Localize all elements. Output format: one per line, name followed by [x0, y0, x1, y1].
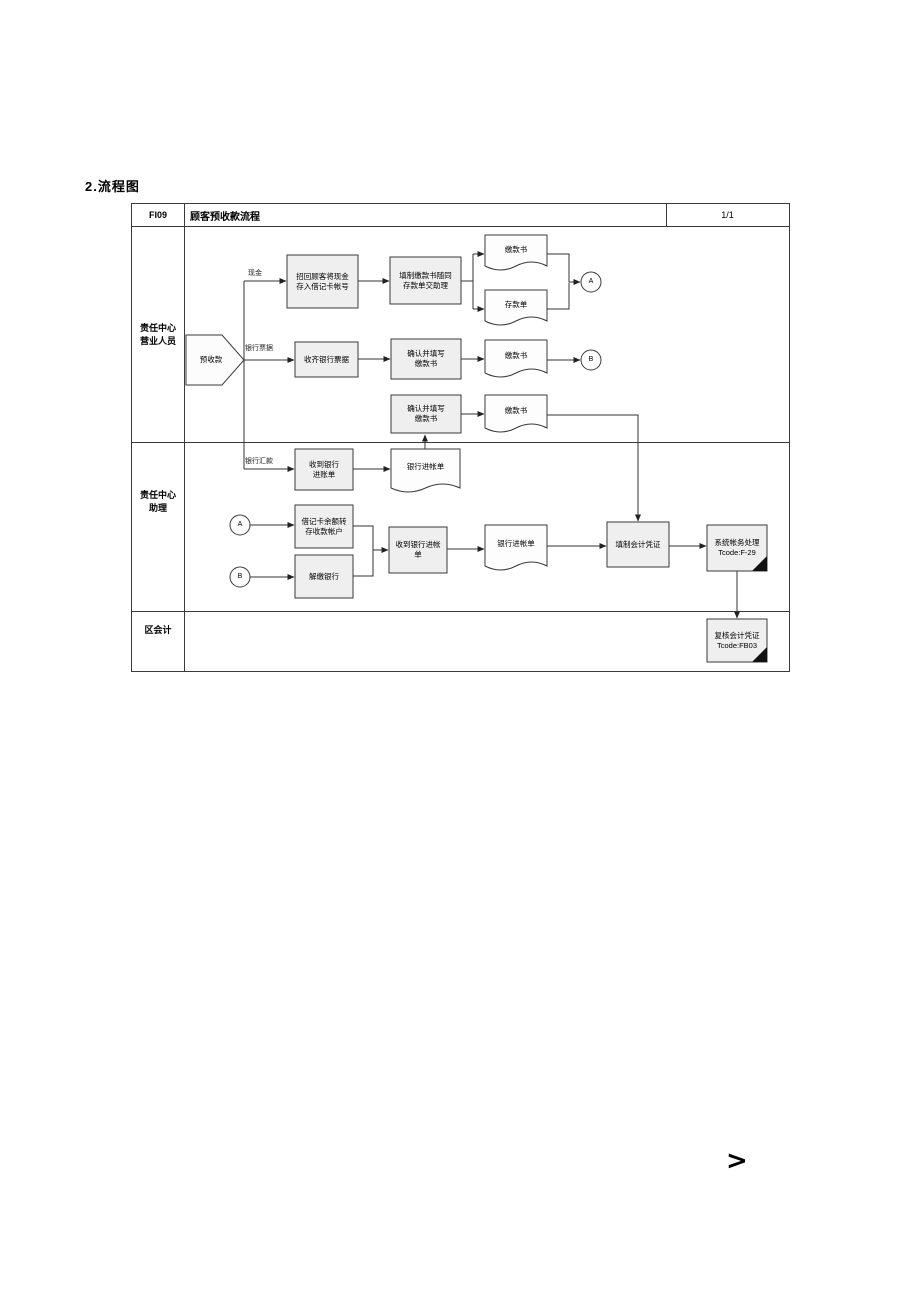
- node-debit-transfer-label: 借记卡余额转存收款帐户: [301, 516, 347, 536]
- header-divider: [132, 226, 789, 227]
- shape-connector-b2: [229, 566, 251, 588]
- shape-review-voucher: [706, 618, 768, 663]
- shape-doc-advice-1: [390, 448, 461, 493]
- node-start-label: 预收款: [199, 355, 223, 365]
- node-doc-deposit-label: 存款单: [504, 300, 528, 310]
- process-title: 顾客预收款流程: [190, 211, 260, 223]
- shape-doc-advice-2: [484, 524, 548, 571]
- branch-label-cash: 现金: [248, 270, 262, 277]
- lane-label-line: 责任中心: [139, 490, 176, 501]
- process-code: FI09: [148, 210, 167, 220]
- node-system-process-tcode: Tcode:F-29: [718, 548, 756, 557]
- lane-divider-1: [132, 442, 789, 443]
- node-recall-deposit-label: 招回顾客将现金存入借记卡帐号: [296, 271, 349, 291]
- shape-collect-notes: [294, 341, 359, 378]
- shape-receive-advice-1: [294, 448, 354, 491]
- section-heading: 2.流程图: [85, 179, 140, 194]
- shape-recall-deposit: [286, 254, 359, 309]
- lane-label-assistant: 责任中心 助理: [132, 443, 184, 611]
- node-collect-notes-label: 收齐银行票据: [304, 354, 349, 364]
- shape-connector-a2: [229, 514, 251, 536]
- overflow-marker: >: [726, 1146, 748, 1176]
- shape-start-pentagon: [185, 334, 245, 386]
- node-doc-advice-1-label: 银行进帐单: [406, 462, 445, 472]
- shape-debit-transfer: [294, 504, 354, 549]
- node-review-voucher-label: 复核会计凭证 Tcode:FB03: [708, 620, 766, 661]
- corner-flag-review-icon: [752, 647, 767, 662]
- lane-label-accountant: 区会计: [132, 612, 184, 673]
- lane-label-line: 营业人员: [139, 335, 176, 346]
- node-connector-a2-label: A: [237, 521, 243, 529]
- lane-label-line: 责任中心: [139, 322, 176, 333]
- node-doc-payment-3-label: 缴款书: [504, 406, 528, 416]
- shape-doc-payment-1: [484, 234, 548, 271]
- shape-doc-deposit: [484, 289, 548, 326]
- shape-fill-payment-slip: [389, 256, 462, 305]
- flow-connectors: [243, 251, 740, 619]
- node-fill-payment-slip-label: 填制缴款书随同存款单交助理: [399, 270, 452, 290]
- shape-connector-b1: [580, 349, 602, 371]
- shape-confirm-fill-1: [390, 338, 462, 380]
- shape-pay-bank: [294, 554, 354, 599]
- node-connector-b1-label: B: [588, 356, 594, 364]
- node-system-process-label: 系统帐务处理 Tcode:F-29: [708, 526, 766, 570]
- lane-label-line: 区会计: [144, 625, 172, 636]
- node-connector-a1-label: A: [588, 278, 594, 286]
- lane-label-line: 助理: [148, 503, 167, 513]
- node-doc-payment-1-label: 缴款书: [504, 245, 528, 255]
- shape-receive-advice-2: [388, 526, 448, 574]
- flowchart-canvas: [185, 234, 768, 663]
- node-confirm-fill-2-label: 确认并填写缴款书: [407, 404, 445, 423]
- branch-label-bank-remit: 银行汇款: [245, 458, 273, 465]
- shape-doc-payment-3: [484, 394, 548, 433]
- shape-confirm-fill-2: [390, 394, 462, 434]
- node-system-process-name: 系统帐务处理: [714, 538, 760, 548]
- header-page-divider: [666, 204, 667, 226]
- flowchart-frame: FI09 顾客预收款流程 1/1 责任中心 营业人员 责任中心 助理 区会计: [131, 203, 790, 672]
- shape-doc-payment-2: [484, 339, 548, 378]
- shape-system-process: [706, 524, 768, 572]
- node-receive-advice-1-label: 收到银行进账单: [309, 459, 339, 479]
- page-number: 1/1: [721, 210, 734, 220]
- node-doc-payment-2-label: 缴款书: [504, 351, 528, 361]
- node-confirm-fill-1-label: 确认并填写缴款书: [407, 349, 445, 368]
- shape-connector-a1: [580, 271, 602, 293]
- node-doc-advice-2-label: 银行进帐单: [497, 539, 535, 549]
- node-receive-advice-2-label: 收到银行进帐单: [395, 540, 441, 559]
- lane-label-sales: 责任中心 营业人员: [132, 227, 184, 442]
- node-make-voucher-label: 填制会计凭证: [615, 539, 661, 549]
- node-pay-bank-label: 解缴银行: [309, 571, 339, 581]
- lane-divider-2: [132, 611, 789, 612]
- node-review-voucher-tcode: Tcode:FB03: [716, 640, 758, 650]
- flow-shapes: [185, 234, 768, 663]
- node-connector-b2-label: B: [237, 573, 243, 581]
- corner-flag-system-icon: [752, 556, 767, 571]
- lane-label-column-divider: [184, 204, 185, 671]
- branch-label-bank-note: 银行票据: [245, 345, 273, 352]
- shape-make-voucher: [606, 521, 670, 568]
- node-review-voucher-name: 复核会计凭证: [714, 630, 760, 640]
